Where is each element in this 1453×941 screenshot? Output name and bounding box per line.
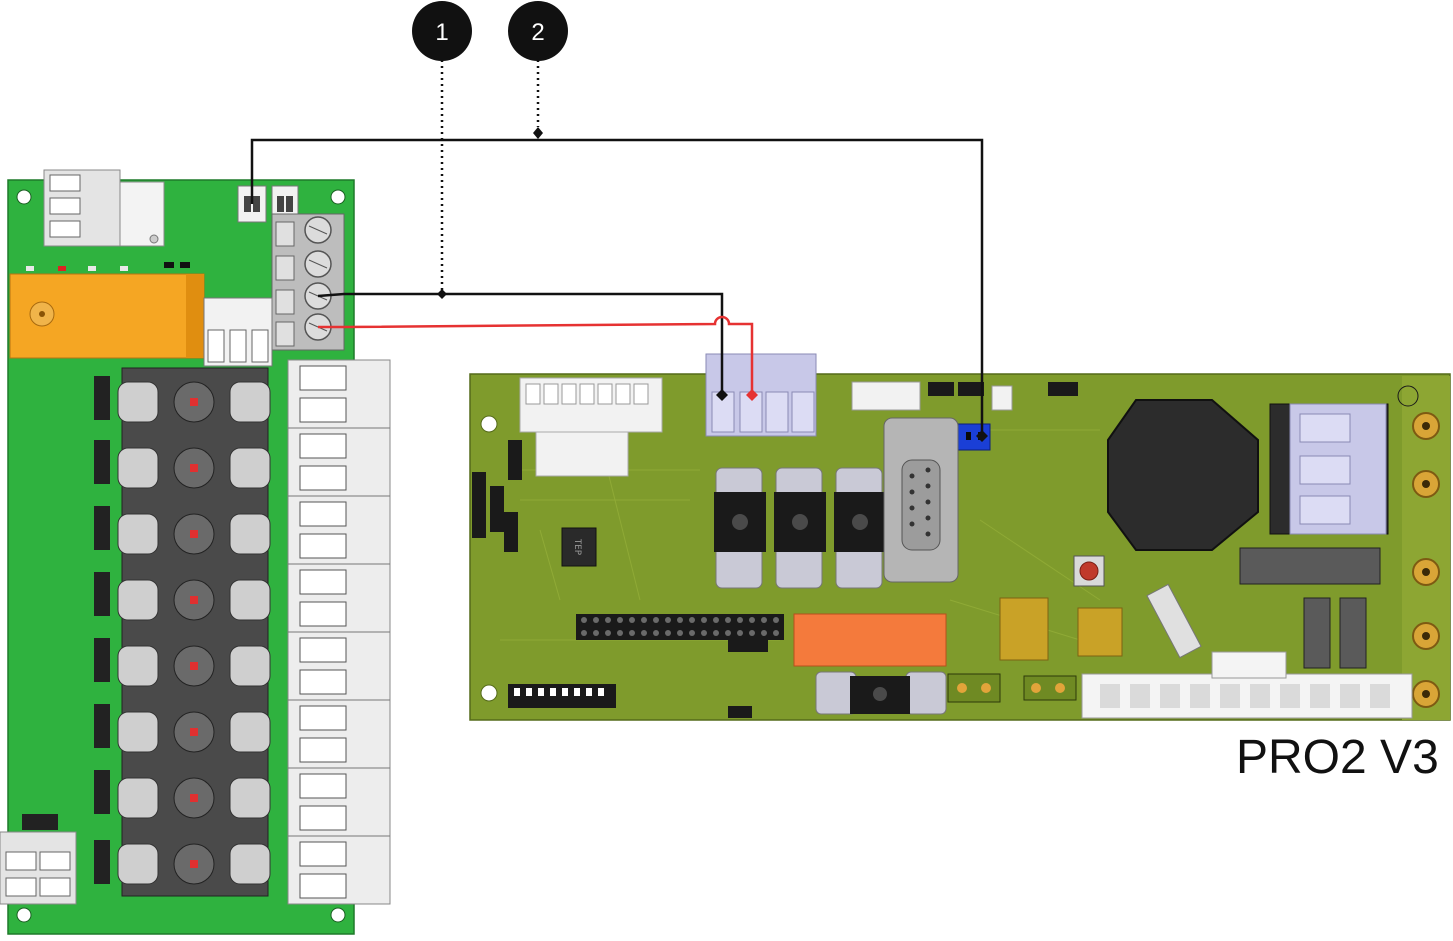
numbered-circle-icon: [412, 1, 472, 61]
pro2-pin-header: [576, 614, 784, 640]
diamond-icon: [437, 289, 447, 299]
left-relay-column: [117, 367, 271, 897]
pro2-reset-button: [1073, 555, 1105, 587]
left-edge-headers: [22, 376, 110, 884]
callout-2: 2: [508, 1, 568, 61]
pro2-mains-pads: [1397, 376, 1450, 720]
pro2-top-jumpers: [928, 382, 1078, 396]
pro2-left-headers: [472, 440, 522, 552]
left-expansion-board: [0, 169, 391, 935]
pro2-capacitor-bank: [1239, 547, 1381, 669]
pro2-bottom-connector: [1081, 651, 1413, 719]
left-top-terminal-block: [43, 169, 165, 247]
wire-1-black: [317, 292, 724, 394]
pro2-orange-relay: [793, 613, 947, 667]
pro2-large-inductor: [1107, 399, 1259, 551]
diamond-icon: [976, 430, 988, 442]
pro2-dip-switch: [508, 684, 616, 708]
svg-text:TEP: TEP: [572, 539, 582, 556]
left-screw-terminal: [271, 213, 345, 351]
pro2-mains-input-connector: [1269, 403, 1389, 535]
callout-2-number: 2: [531, 19, 544, 46]
board-label: PRO2 V3: [1236, 731, 1439, 784]
pro2-mid-jumper: [728, 640, 768, 652]
pro2-bottom-transistor: [815, 671, 947, 715]
pro2-small-white-socket: [991, 385, 1013, 411]
diamond-icon: [746, 389, 758, 401]
pro2-mcu-chip: TEP: [561, 527, 597, 567]
pro2-bottom-jumper: [728, 706, 752, 718]
left-output-terminals: [287, 359, 391, 905]
diamond-icon: [716, 389, 728, 401]
numbered-circle-icon: [508, 1, 568, 61]
callout-1-number: 1: [435, 19, 448, 46]
left-led-row: [26, 262, 190, 271]
pro2-fuse: [1146, 583, 1202, 659]
left-orange-relay: [9, 273, 205, 359]
pro2-test-load-pads: [947, 673, 1077, 703]
callout-1: 1: [412, 1, 472, 61]
ground-symbol-icon: [1397, 385, 1419, 407]
pro2-db9-connector: [883, 417, 959, 583]
pro2-power-transistors: [714, 467, 886, 589]
diamond-icon: [533, 127, 543, 139]
pro2-top-left-connector: [519, 377, 663, 477]
wire-2-black: [250, 138, 984, 436]
left-bottom-connector: [0, 831, 77, 905]
pro2-yellow-transformer: [1077, 607, 1123, 657]
pro2-yellow-capacitor: [999, 597, 1049, 661]
pro2-board: TEP: [469, 353, 1451, 721]
left-3pin-connector: [203, 297, 273, 367]
wire-1-red: [318, 315, 754, 394]
pro2-power-terminal-block: [705, 353, 817, 437]
wiring: [250, 60, 988, 442]
pro2-small-top-connector: [851, 381, 921, 411]
